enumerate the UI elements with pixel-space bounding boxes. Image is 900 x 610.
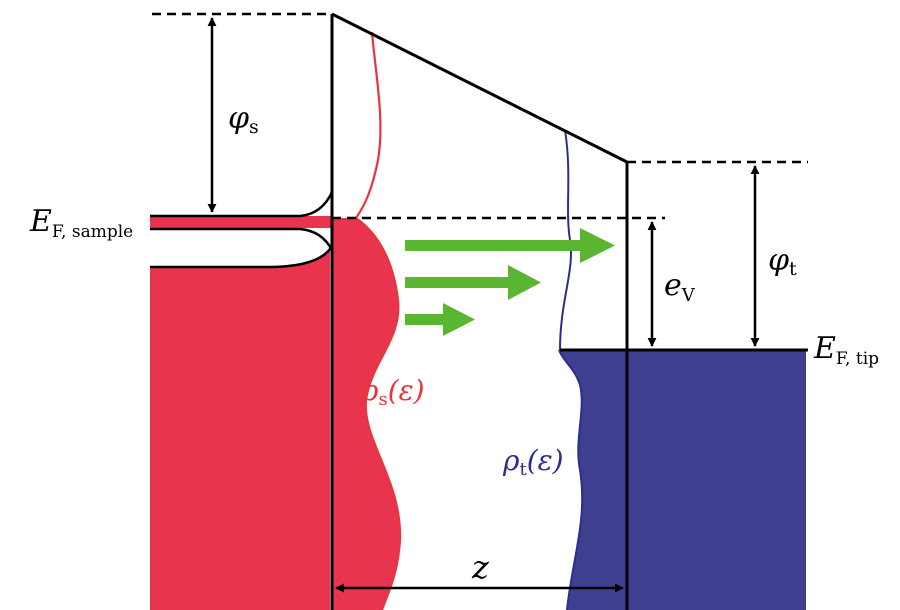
sample-fermi-edge xyxy=(150,191,334,218)
sample-filled-states xyxy=(150,248,330,610)
sample-fermi-band xyxy=(150,216,332,228)
sample-dos-curve xyxy=(354,31,402,610)
tunneling-arrow-2 xyxy=(405,265,541,300)
fermi-sample-label: EF, sample xyxy=(29,204,133,242)
sample-dos-fill xyxy=(333,218,401,610)
bias-label: eV xyxy=(664,268,696,306)
sample-band-edge-low xyxy=(150,227,334,251)
tip-dos-fill xyxy=(558,350,628,610)
tip-dos-curve xyxy=(558,129,584,610)
vacuum-level-slope xyxy=(331,12,628,164)
tunneling-arrow-1 xyxy=(405,228,615,263)
gap-label: z xyxy=(471,548,490,586)
work-function-tip-label: φt xyxy=(768,243,797,280)
dos-sample-label: ρs(ε) xyxy=(361,374,425,410)
tip-filled-states xyxy=(628,350,806,610)
fermi-tip-label: EF, tip xyxy=(813,331,879,369)
dos-tip-label: ρt(ε) xyxy=(502,444,564,480)
sample-band-edge-bottom xyxy=(150,245,334,269)
tunneling-arrow-3 xyxy=(405,303,475,336)
work-function-sample-label: φs xyxy=(228,101,259,138)
